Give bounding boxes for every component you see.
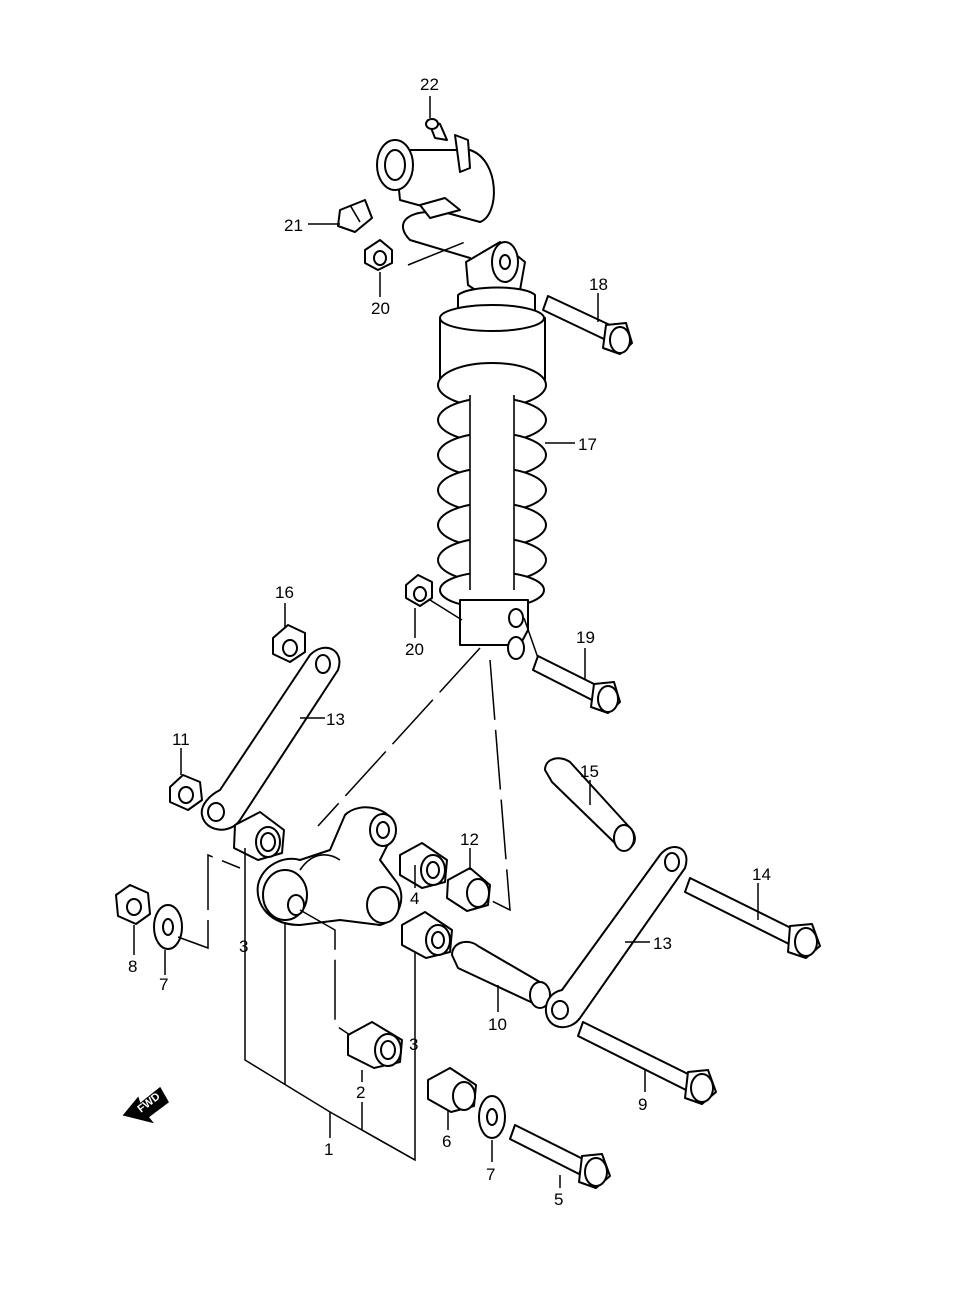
callout-15: 15 xyxy=(580,762,599,781)
callout-19: 19 xyxy=(576,628,595,647)
nut-20-top xyxy=(364,239,393,271)
assembly-lines xyxy=(177,239,539,1036)
callout-7-left: 7 xyxy=(159,975,168,994)
callout-20-top: 20 xyxy=(371,299,390,318)
callout-18: 18 xyxy=(589,275,608,294)
bolt-18 xyxy=(542,295,633,355)
callout-3-left: 3 xyxy=(239,937,248,956)
callout-6: 6 xyxy=(442,1132,451,1151)
callout-22: 22 xyxy=(420,75,439,94)
callout-4: 4 xyxy=(410,889,419,908)
bearing-3-top xyxy=(233,811,285,861)
link-rod-13-left xyxy=(200,646,341,831)
washer-7-right xyxy=(478,1095,506,1139)
callout-numbers: 22 21 20 18 17 20 19 16 13 11 15 12 4 14… xyxy=(128,75,771,1209)
callout-2: 2 xyxy=(356,1083,365,1102)
nut-8 xyxy=(115,884,151,925)
callout-21: 21 xyxy=(284,216,303,235)
callout-1: 1 xyxy=(324,1140,333,1159)
bearing-4 xyxy=(399,842,448,889)
bearing-3-right xyxy=(401,911,453,959)
callout-12: 12 xyxy=(460,830,479,849)
shock-absorber xyxy=(402,211,547,660)
callout-9: 9 xyxy=(638,1095,647,1114)
spacer-6 xyxy=(427,1067,477,1113)
shock-spring xyxy=(437,362,547,609)
callout-17: 17 xyxy=(578,435,597,454)
callout-8: 8 xyxy=(128,957,137,976)
callout-5: 5 xyxy=(554,1190,563,1209)
callout-3-right: 3 xyxy=(409,1035,418,1054)
callout-13-left: 13 xyxy=(326,710,345,729)
bolt-9 xyxy=(577,1021,717,1105)
reservoir xyxy=(376,134,495,223)
nut-20-bottom xyxy=(405,574,433,607)
clip-21 xyxy=(337,199,373,233)
callout-20-bottom: 20 xyxy=(405,640,424,659)
nut-11 xyxy=(169,774,203,811)
bolt-5 xyxy=(509,1124,611,1189)
callout-16: 16 xyxy=(275,583,294,602)
bearing-2 xyxy=(347,1021,403,1069)
fwd-arrow-icon: FWD xyxy=(122,1086,169,1124)
callout-7-right: 7 xyxy=(486,1165,495,1184)
nut-16 xyxy=(272,624,306,663)
callout-14: 14 xyxy=(752,865,771,884)
washer-7-left xyxy=(153,904,183,950)
bolt-22 xyxy=(425,118,448,141)
cushion-lever xyxy=(256,806,403,926)
link-rod-13-right xyxy=(544,845,688,1028)
callout-13-right: 13 xyxy=(653,934,672,953)
bolt-19 xyxy=(532,655,621,714)
spacer-pipe-10 xyxy=(451,940,551,1009)
callout-10: 10 xyxy=(488,1015,507,1034)
callout-11: 11 xyxy=(172,730,190,749)
spacer-12 xyxy=(446,867,491,912)
bolt-14 xyxy=(684,877,821,959)
leader-lines xyxy=(133,96,759,1188)
